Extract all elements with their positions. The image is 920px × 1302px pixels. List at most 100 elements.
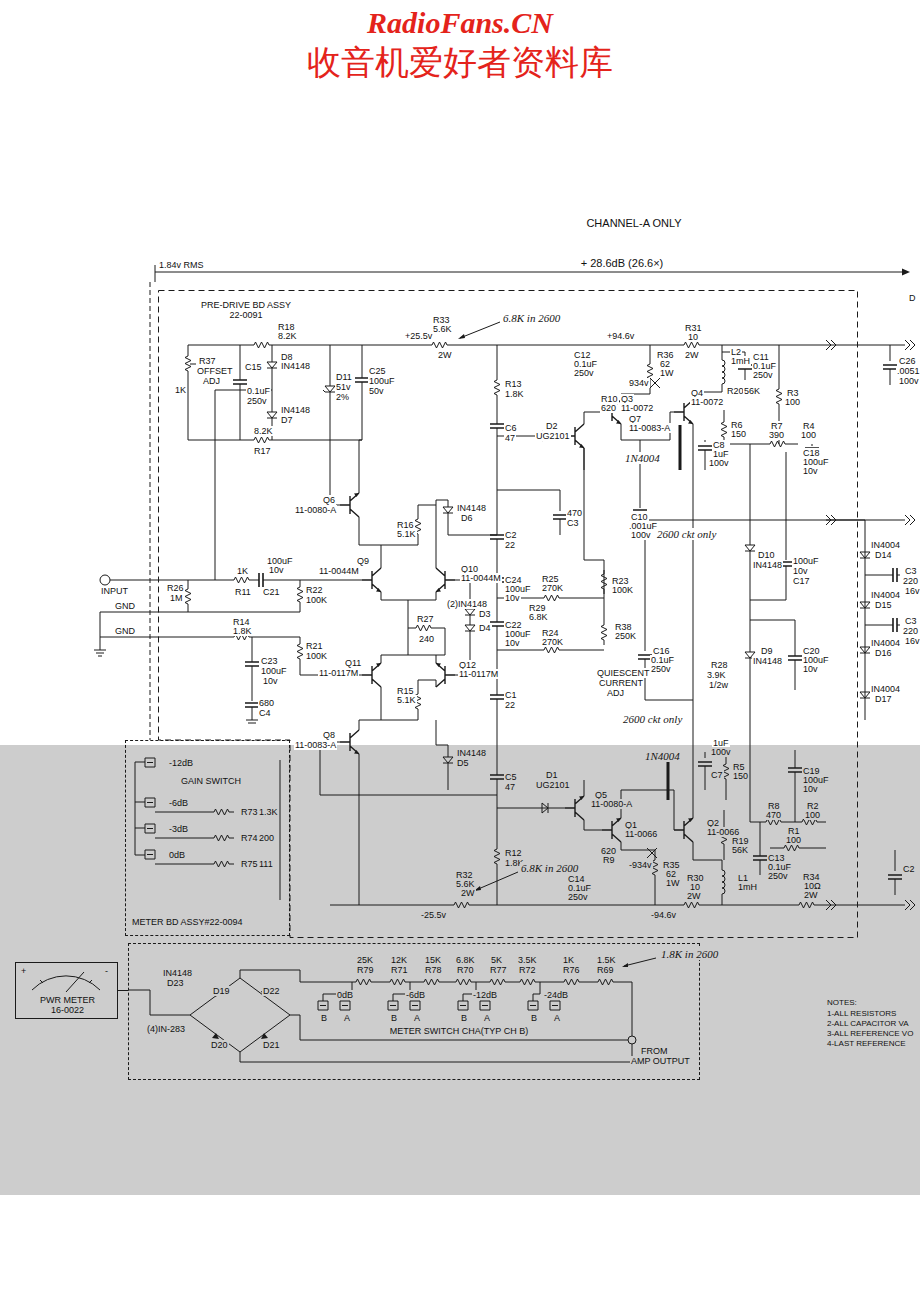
component-label: 270K bbox=[541, 583, 564, 593]
component-label: 1.8K bbox=[232, 626, 253, 636]
schematic-use bbox=[722, 360, 725, 384]
node-label: PRE-DRIVE BD ASSY 22-0091 bbox=[196, 300, 296, 320]
component-label: D5 bbox=[456, 758, 470, 768]
component-label: D15 bbox=[874, 600, 893, 610]
component-label: -12dB bbox=[168, 758, 194, 768]
node-label: METER BD ASSY#22-0094 bbox=[132, 917, 282, 927]
schematic-path bbox=[381, 680, 436, 720]
component-label: 620 bbox=[600, 403, 617, 413]
handwritten-note: 6.8K in 2600 bbox=[520, 862, 579, 874]
component-label: -3dB bbox=[168, 824, 189, 834]
schematic-use bbox=[602, 818, 621, 842]
schematic-path bbox=[436, 500, 497, 535]
schematic-path bbox=[621, 345, 650, 400]
schematic-use bbox=[776, 385, 782, 409]
component-label: 11-0083-A bbox=[294, 740, 337, 750]
schematic-use bbox=[145, 824, 155, 833]
schematic-path bbox=[300, 580, 362, 675]
component-label: C26 bbox=[898, 356, 917, 366]
component-label: 0dB bbox=[336, 990, 354, 1000]
component-label: OFFSET bbox=[196, 366, 234, 376]
component-label: GAIN SWITCH bbox=[180, 776, 242, 786]
schematic-use bbox=[210, 861, 234, 867]
schematic-use bbox=[542, 803, 548, 813]
component-label: R22 bbox=[305, 585, 324, 595]
schematic-use bbox=[340, 1001, 350, 1010]
component-label: C7 bbox=[710, 770, 724, 780]
component-label: 100 bbox=[804, 810, 821, 820]
component-label: R17 bbox=[253, 446, 272, 456]
schematic-use bbox=[905, 340, 915, 350]
component-label: 1W bbox=[659, 368, 675, 378]
handwritten-note: 1N4004 bbox=[624, 452, 661, 464]
component-label: D14 bbox=[874, 550, 893, 560]
schematic-use bbox=[250, 342, 274, 348]
schematic-use bbox=[594, 979, 618, 985]
schematic-path bbox=[32, 972, 100, 992]
component-label: ADJ bbox=[606, 688, 625, 698]
schematic-use bbox=[860, 552, 870, 558]
handwritten-note: 1.8K in 2600 bbox=[660, 948, 719, 960]
component-label: D20 bbox=[210, 1040, 229, 1050]
component-label: 5.6K bbox=[432, 324, 453, 334]
component-label: 10v bbox=[504, 638, 521, 648]
component-label: 1.3K bbox=[258, 807, 279, 817]
schematic-path bbox=[760, 822, 761, 875]
component-label: C4 bbox=[258, 708, 272, 718]
component-label: D6 bbox=[460, 513, 474, 523]
component-label: 11-0072 bbox=[620, 403, 654, 413]
component-label: C15 bbox=[244, 362, 263, 372]
schematic-path bbox=[693, 424, 905, 818]
component-label: 470 bbox=[765, 810, 782, 820]
schematic-path bbox=[188, 345, 330, 440]
schematic-path bbox=[497, 490, 560, 535]
component-label: 390 bbox=[768, 430, 785, 440]
schematic-use bbox=[860, 647, 870, 653]
component-label: C25 bbox=[368, 366, 387, 376]
component-label: R71 bbox=[390, 965, 409, 975]
component-label: R76 bbox=[562, 965, 581, 975]
schematic-use bbox=[230, 577, 254, 583]
schematic-path bbox=[497, 345, 498, 905]
component-label: 8.2K bbox=[277, 331, 298, 341]
component-label: 250v bbox=[246, 396, 268, 406]
component-label: 1M bbox=[169, 593, 184, 603]
schematic-use bbox=[516, 979, 540, 985]
component-label: IN4004 bbox=[870, 684, 901, 694]
component-label: 250v bbox=[767, 871, 789, 881]
component-label: INPUT bbox=[100, 586, 129, 596]
schematic-use bbox=[490, 695, 504, 699]
schematic-use bbox=[297, 640, 303, 664]
component-label: 1K bbox=[174, 385, 187, 395]
note-text: 1-ALL RESISTORS bbox=[826, 1009, 897, 1018]
component-label: D1 bbox=[545, 770, 559, 780]
component-label: R11 bbox=[234, 587, 252, 597]
component-label: UG2101 bbox=[535, 780, 571, 790]
component-label: 100v bbox=[898, 376, 920, 386]
component-label: 100K bbox=[611, 585, 634, 595]
schematic-use bbox=[860, 602, 870, 608]
schematic-path bbox=[300, 1040, 628, 1041]
component-label: 680 bbox=[258, 698, 275, 708]
component-label: IN4148 bbox=[752, 656, 783, 666]
component-label: 10v bbox=[504, 593, 521, 603]
component-label: 22 bbox=[504, 700, 516, 710]
component-label: AMP OUTPUT bbox=[630, 1056, 691, 1066]
component-label: 11-0117M bbox=[458, 669, 499, 679]
schematic-use bbox=[893, 618, 897, 632]
component-label: D17 bbox=[874, 694, 893, 704]
schematic-use bbox=[565, 796, 584, 820]
schematic-path bbox=[188, 345, 905, 346]
component-label: D21 bbox=[262, 1040, 281, 1050]
schematic-use bbox=[528, 1001, 538, 1010]
component-label: 11-0080-A bbox=[294, 505, 337, 515]
component-label: IN4004 bbox=[870, 540, 901, 550]
box-title: METER BD ASSY#22-0094 bbox=[132, 917, 282, 927]
schematic-use bbox=[318, 1001, 328, 1010]
component-label: (2)IN4148 bbox=[446, 599, 488, 609]
component-label: -94.6v bbox=[650, 910, 677, 920]
component-label: 2W bbox=[437, 350, 453, 360]
component-label: 1.84v RMS bbox=[158, 260, 205, 270]
component-label: IN4148 bbox=[456, 503, 487, 513]
schematic-use bbox=[540, 595, 564, 601]
